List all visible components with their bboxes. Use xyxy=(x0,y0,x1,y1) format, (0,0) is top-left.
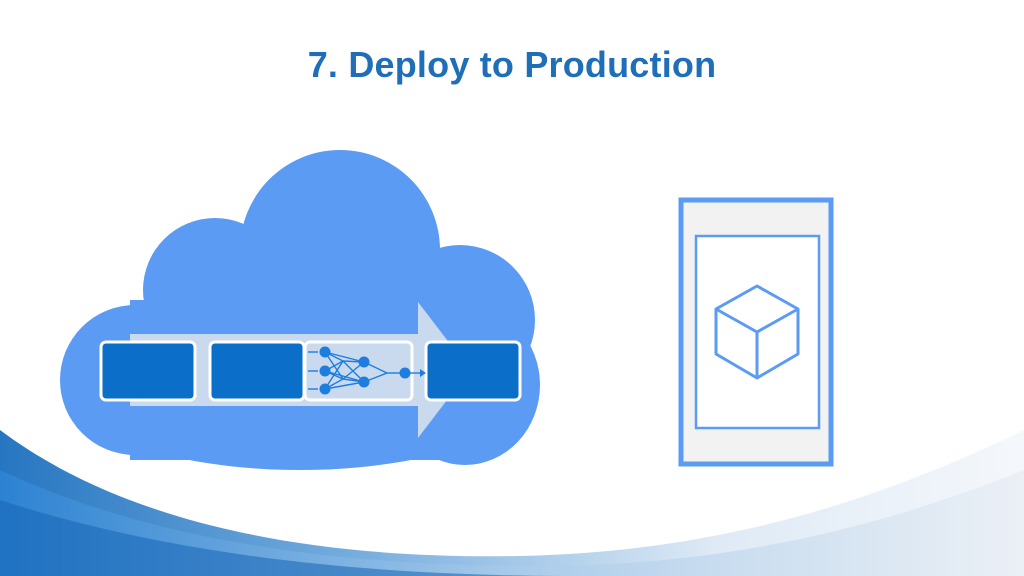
pipeline-stage-box xyxy=(424,340,522,402)
cloud-icon xyxy=(60,150,540,470)
pipeline-stage-box xyxy=(99,340,197,402)
pipeline-stage-box xyxy=(208,340,306,402)
pipeline-stages xyxy=(99,340,522,402)
cube-icon xyxy=(714,284,800,380)
neural-network-icon xyxy=(308,351,426,390)
bottom-wave-decoration xyxy=(0,430,1024,576)
pipeline-model-frame xyxy=(303,340,414,402)
neural-network-nodes xyxy=(319,346,411,395)
slide-title: 7. Deploy to Production xyxy=(307,44,717,85)
